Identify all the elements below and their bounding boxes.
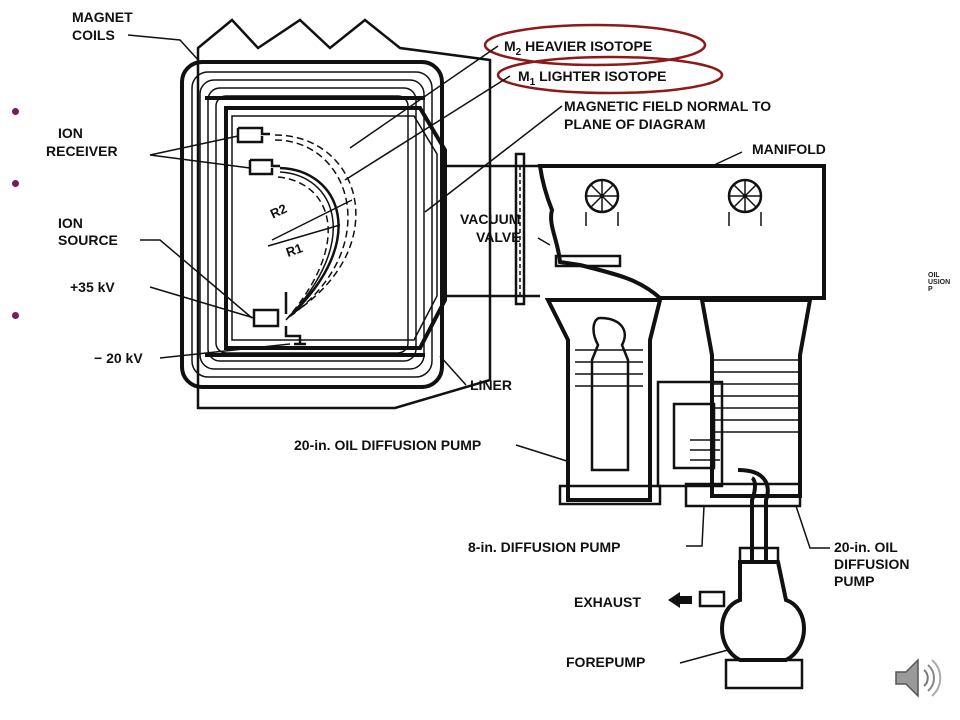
label-liner: LINER bbox=[470, 377, 512, 393]
speaker-icon[interactable] bbox=[892, 652, 944, 704]
label-magnetic-field-2: PLANE OF DIAGRAM bbox=[564, 116, 706, 132]
diffusion-pump-8in bbox=[656, 380, 724, 488]
oil-diffusion-pump-20in-right bbox=[684, 298, 813, 508]
label-forepump: FOREPUMP bbox=[566, 654, 645, 670]
forepump bbox=[698, 546, 806, 690]
highlight-ring-lighter bbox=[496, 55, 724, 95]
magnet-housing bbox=[196, 18, 492, 410]
edge-label-line: USION bbox=[928, 279, 951, 286]
magnet-coils bbox=[180, 60, 444, 389]
slide-bullet bbox=[12, 180, 19, 187]
label-r2: R2 bbox=[268, 201, 289, 222]
edge-label-line: OIL bbox=[928, 272, 940, 279]
label-ion-source-2: SOURCE bbox=[58, 232, 118, 248]
forepump-pipe bbox=[737, 468, 770, 562]
manifold-fan-left bbox=[584, 178, 620, 226]
label-minus-20kv: − 20 kV bbox=[94, 350, 143, 366]
label-r1: R1 bbox=[284, 240, 305, 260]
edge-label-line: P bbox=[928, 286, 933, 293]
leader-lines bbox=[127, 34, 830, 664]
label-vacuum-valve-1: VACUUM bbox=[460, 211, 520, 227]
ion-beam-arcs bbox=[274, 134, 357, 321]
vacuum-valve bbox=[514, 152, 526, 306]
exhaust-arrow bbox=[668, 592, 692, 608]
label-exhaust: EXHAUST bbox=[574, 594, 641, 610]
label-oil-diffusion-pump-20in-right-2: DIFFUSION bbox=[834, 556, 909, 572]
slide-bullet bbox=[12, 108, 19, 115]
liner bbox=[224, 106, 447, 350]
manifold-fan-right bbox=[727, 178, 763, 226]
oil-diffusion-pump-20in-left bbox=[544, 298, 663, 506]
label-ion-receiver-2: RECEIVER bbox=[46, 143, 118, 159]
label-plus-35kv: +35 kV bbox=[70, 279, 115, 295]
label-manifold: MANIFOLD bbox=[752, 141, 826, 157]
manifold-body bbox=[537, 164, 826, 300]
ion-receiver-boxes bbox=[236, 126, 280, 176]
label-magnetic-field-1: MAGNETIC FIELD NORMAL TO bbox=[564, 98, 771, 114]
label-magnet-coils-1: MAGNET bbox=[72, 9, 133, 25]
highlight-ring-heavier bbox=[483, 23, 707, 67]
label-ion-receiver-1: ION bbox=[58, 125, 83, 141]
label-oil-diffusion-pump-20in-right-3: PUMP bbox=[834, 573, 874, 589]
slide-bullet bbox=[12, 312, 19, 319]
label-magnet-coils-2: COILS bbox=[72, 27, 115, 43]
radius-lines bbox=[267, 199, 353, 247]
label-lighter-isotope: M1 LIGHTER ISOTOPE bbox=[518, 68, 666, 88]
label-ion-source-1: ION bbox=[58, 215, 83, 231]
label-heavier-isotope: M2 HEAVIER ISOTOPE bbox=[504, 38, 652, 58]
label-vacuum-valve-2: VALVE bbox=[476, 229, 521, 245]
label-diffusion-pump-8in: 8-in. DIFFUSION PUMP bbox=[468, 539, 620, 555]
edge-cropped-label: OIL USION P bbox=[928, 272, 960, 293]
label-oil-diffusion-pump-20in: 20-in. OIL DIFFUSION PUMP bbox=[294, 437, 481, 453]
label-oil-diffusion-pump-20in-right-1: 20-in. OIL bbox=[834, 539, 898, 555]
